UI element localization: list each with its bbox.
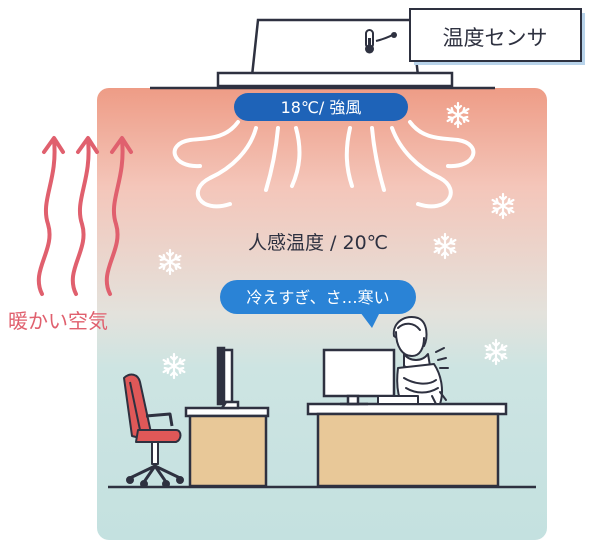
sensor-label: 温度センサ (443, 26, 548, 50)
ac-setting-badge: 18℃/ 強風 (234, 93, 408, 121)
speech-bubble: 冷えすぎ、さ…寒い (220, 280, 416, 328)
thermometer-icon (365, 29, 374, 54)
left-desk (184, 406, 270, 488)
air-conditioner (150, 18, 495, 90)
right-desk (306, 402, 508, 488)
cold-airflow-lines (172, 120, 476, 209)
speech-bubble-text: 冷えすぎ、さ…寒い (246, 288, 389, 307)
perceived-temperature: 人感温度 / 20℃ (248, 232, 388, 254)
shivering-person (377, 316, 449, 405)
office-chair (123, 373, 184, 488)
ac-setting-label: 18℃/ 強風 (281, 98, 362, 117)
warm-air-arrows (36, 136, 133, 296)
left-monitor (216, 346, 240, 410)
warm-air-label: 暖かい空気 (8, 309, 108, 333)
right-monitor (322, 348, 396, 406)
sensor-label-box: 温度センサ (409, 8, 585, 65)
